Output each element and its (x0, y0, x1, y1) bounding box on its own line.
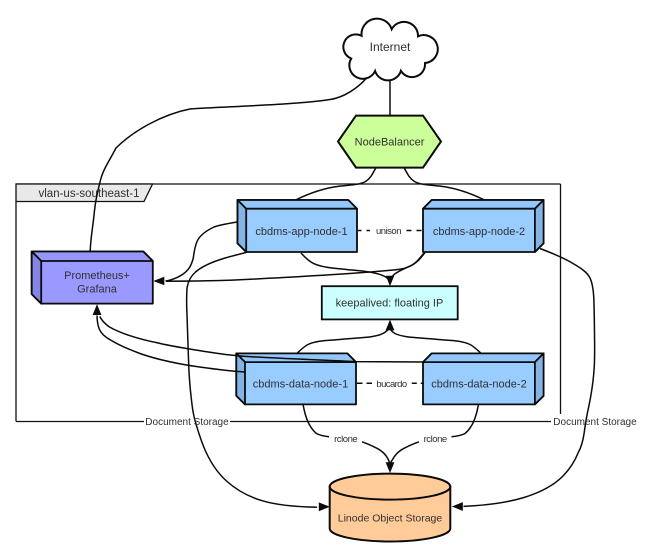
svg-text:rclone: rclone (334, 434, 357, 445)
svg-text:Document Storage: Document Storage (553, 417, 637, 428)
svg-text:Grafana: Grafana (77, 284, 118, 296)
svg-text:bucardo: bucardo (376, 379, 406, 390)
svg-text:Prometheus+: Prometheus+ (64, 270, 130, 282)
svg-text:cbdms-data-node-2: cbdms-data-node-2 (431, 379, 526, 391)
svg-text:rclone: rclone (424, 434, 447, 445)
svg-text:cbdms-data-node-1: cbdms-data-node-1 (253, 379, 348, 391)
svg-text:cbdms-app-node-2: cbdms-app-node-2 (433, 226, 525, 238)
svg-text:NodeBalancer: NodeBalancer (355, 137, 425, 149)
svg-text:Internet: Internet (370, 40, 411, 54)
svg-text:unison: unison (376, 226, 401, 237)
svg-text:Document Storage: Document Storage (145, 417, 229, 428)
svg-text:Linode Object Storage: Linode Object Storage (338, 513, 443, 525)
svg-text:vlan-us-southeast-1: vlan-us-southeast-1 (39, 188, 140, 200)
svg-text:keepalived: floating IP: keepalived: floating IP (336, 298, 444, 310)
svg-text:cbdms-app-node-1: cbdms-app-node-1 (255, 226, 347, 238)
